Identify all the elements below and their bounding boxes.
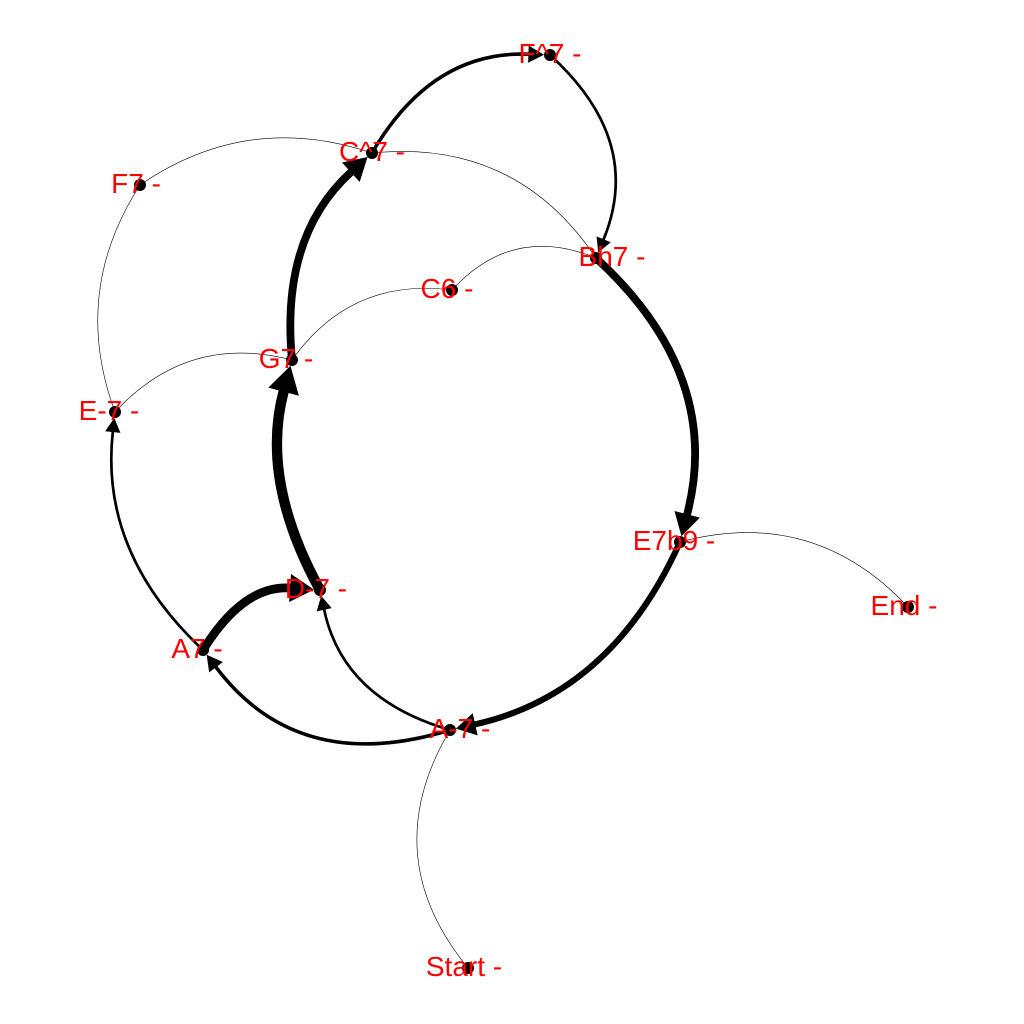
node-d_minor7 [314,584,326,596]
arrowhead-a7-to-e_minor7 [105,417,121,433]
arrowhead-c_maj7-to-f_maj7 [528,45,545,63]
node-a7 [197,644,209,656]
node-label-b_half_dim7: Bh7 - [579,241,646,272]
edge-c_maj7-to-b_half_dim7 [371,151,597,259]
node-f_maj7 [544,49,556,61]
node-c_maj7 [366,147,378,159]
arrowhead-d_minor7-to-g7 [268,365,299,396]
edge-c6-to-b_half_dim7 [451,245,597,291]
edge-g7-to-c6 [291,287,453,361]
arrowhead-b_half_dim7-to-e7b9 [674,511,700,537]
node-label-g7: G7 - [259,343,313,374]
edge-start-to-a_minor7 [416,729,469,969]
node-c6 [446,284,458,296]
node-end [902,601,914,613]
arrowhead-e7b9-to-a_minor7 [455,713,478,736]
node-label-d_minor7: D-7 - [285,573,347,604]
node-label-c6: C6 - [421,273,474,304]
node-label-start: Start - [426,951,502,982]
node-g7 [286,354,298,366]
arrowhead-g7-to-c_maj7 [342,157,368,182]
nodes-layer [109,49,914,974]
node-label-end: End - [871,590,938,621]
arrowheads-layer [105,45,700,736]
edge-a_minor7-to-a7 [214,665,452,746]
arrowhead-a_minor7-to-a7 [206,654,223,673]
edge-f7-to-c_maj7 [139,137,373,186]
node-f7 [134,179,146,191]
node-b_half_dim7 [590,252,602,264]
node-label-c_maj7: C^7 - [339,136,405,167]
edge-d_minor7-to-g7 [271,386,326,596]
edge-f_maj7-to-b_half_dim7 [548,53,617,241]
node-label-e7b9: E7b9 - [633,525,716,556]
edge-e_minor7-to-f7 [97,184,141,413]
edge-g7-to-c_maj7 [286,168,355,364]
arrowhead-a7-to-d_minor7 [289,574,315,602]
node-label-f_maj7: F^7 - [519,38,582,69]
node-label-e_minor7: E-7 - [79,395,140,426]
edges-layer [97,52,909,969]
edge-e7b9-to-end [679,532,909,608]
edge-e7b9-to-a_minor7 [472,538,684,728]
node-e_minor7 [109,406,121,418]
edge-b_half_dim7-to-e7b9 [592,254,700,519]
node-label-a7: A7 - [171,633,222,664]
node-start [462,962,474,974]
edge-c_maj7-to-f_maj7 [370,52,531,155]
edge-a7-to-e_minor7 [109,430,205,652]
node-label-f7: F7 - [111,168,161,199]
arrowhead-f_maj7-to-b_half_dim7 [596,236,611,253]
node-label-a_minor7: A-7 - [430,713,491,744]
edge-a_minor7-to-d_minor7 [322,608,452,732]
arrowhead-a_minor7-to-d_minor7 [316,595,332,612]
node-a_minor7 [444,724,456,736]
labels-layer: Start - A-7 - D-7 - A7 - E-7 - F7 - G7 - C6 - C^… [79,38,938,982]
edge-e_minor7-to-g7 [114,352,293,413]
node-e7b9 [674,536,686,548]
edge-a7-to-d_minor7 [198,583,295,655]
